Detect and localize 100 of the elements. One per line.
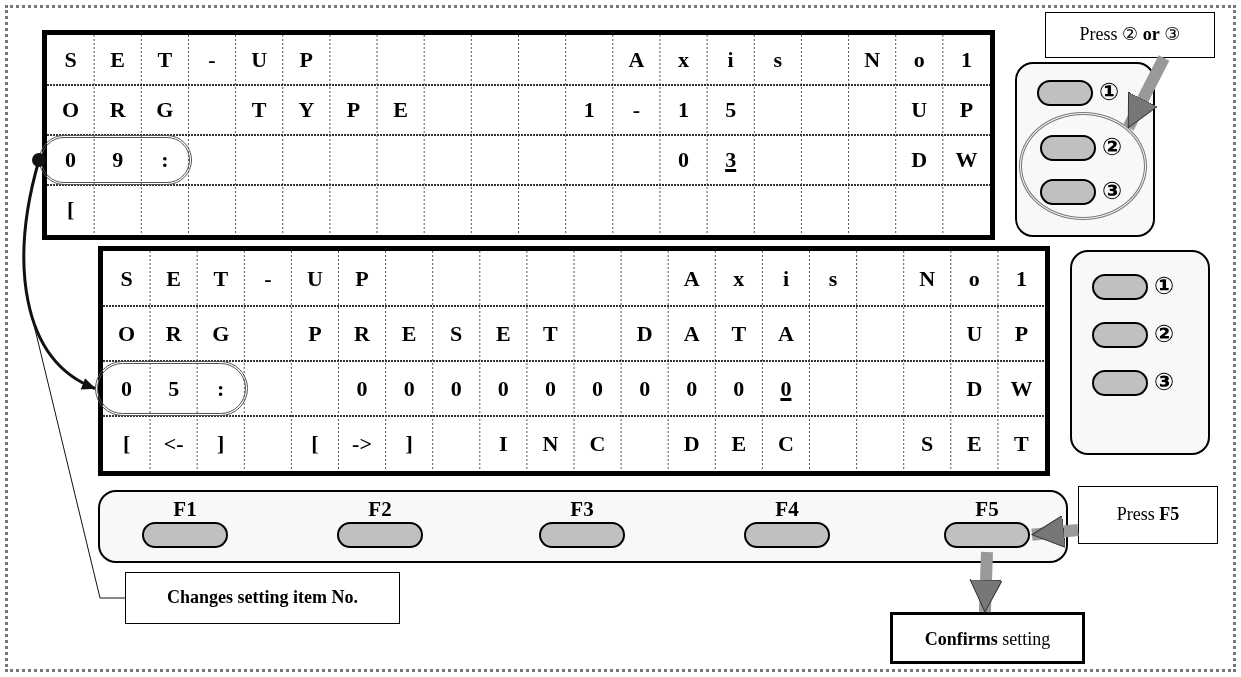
lcd-character: 0 [543,374,557,403]
lcd-character: x [677,46,690,74]
lcd-character: - [631,96,642,124]
callout-box: Press ② or ③ [1045,12,1215,58]
lcd-character: W [954,146,979,174]
button-number: ② [1154,320,1175,348]
lcd-character: T [730,319,748,348]
lcd-character: U [250,46,269,74]
lcd-character: 0 [638,374,652,403]
lcd-character: s [772,46,784,74]
leader-line [33,324,126,599]
lcd-character: E [495,319,512,348]
lcd-character: I [498,429,509,458]
lcd-character: C [777,429,795,458]
curved-arrow [22,153,96,390]
lcd-character: D [910,146,929,174]
lcd-character: S [449,319,464,348]
lcd-character: U [306,264,324,293]
lcd-character: T [212,264,230,293]
lcd-character: G [211,319,231,348]
keypad-panel [1070,250,1210,455]
key-label: F4 [774,498,800,520]
lcd-character: P [1013,319,1030,348]
lcd-character: : [216,374,226,403]
lcd-character: 1 [582,96,596,124]
lcd-character: E [730,429,748,458]
lcd-character: A [682,264,701,293]
lcd-character: D [965,374,984,403]
lcd-character: 9 [111,146,125,174]
lcd-character: A [682,319,701,348]
lcd-character: 0 [779,374,793,403]
lcd-character: P [354,264,370,293]
lcd-character: x [732,264,746,293]
block-arrow [969,551,1003,613]
lcd-character: 0 [120,374,134,403]
lcd-character: N [863,46,882,74]
lcd-character: E [109,46,127,74]
lcd-character: 0 [402,374,416,403]
button-number: ③ [1154,368,1175,396]
lcd-character: P [958,96,975,124]
key-label: F3 [569,498,595,520]
lcd-character: P [298,46,315,74]
lcd-character: 0 [677,146,690,174]
lcd-screen [98,246,1050,476]
key-label: F5 [974,498,1000,520]
lcd-character: -> [351,429,373,458]
lcd-character: P [307,319,323,348]
lcd-character: 0 [64,146,78,174]
lcd-character: 1 [1014,264,1028,293]
lcd-character: U [910,96,929,124]
lcd-character: <- [162,429,185,458]
lcd-character: E [165,264,182,293]
lcd-character: E [392,96,409,124]
lcd-character: 0 [591,374,605,403]
lcd-character: G [155,96,175,124]
lcd-character: Y [297,96,316,124]
lcd-character: R [164,319,183,348]
lcd-character: A [627,46,646,74]
lcd-character: D [635,319,654,348]
lcd-character: T [1013,429,1030,458]
lcd-character: 3 [724,146,738,174]
lcd-character: - [263,264,273,293]
lcd-character: [ [65,196,76,224]
key-label: F1 [172,498,198,520]
lcd-character: R [353,319,371,348]
lcd-character: O [117,319,137,348]
button-number: ① [1099,78,1120,106]
lcd-character: T [250,96,268,124]
block-arrow [1031,515,1079,548]
lcd-character: T [542,319,559,348]
lcd-character: 5 [724,96,738,124]
lcd-character: 1 [677,96,690,124]
lcd-character: - [207,46,217,74]
lcd-character: 0 [732,374,746,403]
lcd-character: E [966,429,983,458]
lcd-character: D [682,429,701,458]
key-label: F2 [367,498,393,520]
lcd-character: 0 [449,374,463,403]
keypad-panel [1015,62,1155,237]
function-key-panel [98,490,1068,563]
lcd-character: S [63,46,78,74]
lcd-character: 0 [685,374,699,403]
lcd-screen [42,30,995,240]
lcd-character: P [345,96,362,124]
lcd-character: : [160,146,170,174]
button-number: ② [1102,133,1123,161]
callout-box: Press F5 [1078,486,1218,544]
lcd-character: S [119,264,134,293]
lcd-character: N [541,429,560,458]
lcd-character: o [967,264,981,293]
lcd-character: N [918,264,937,293]
lcd-character: 0 [496,374,510,403]
callout-box: Confirms setting [890,612,1085,664]
lcd-character: C [588,429,607,458]
lcd-character: [ [121,429,132,458]
lcd-character: E [400,319,418,348]
button-number: ③ [1102,177,1123,205]
lcd-character: W [1009,374,1034,403]
lcd-character: S [920,429,935,458]
lcd-character: R [108,96,127,124]
